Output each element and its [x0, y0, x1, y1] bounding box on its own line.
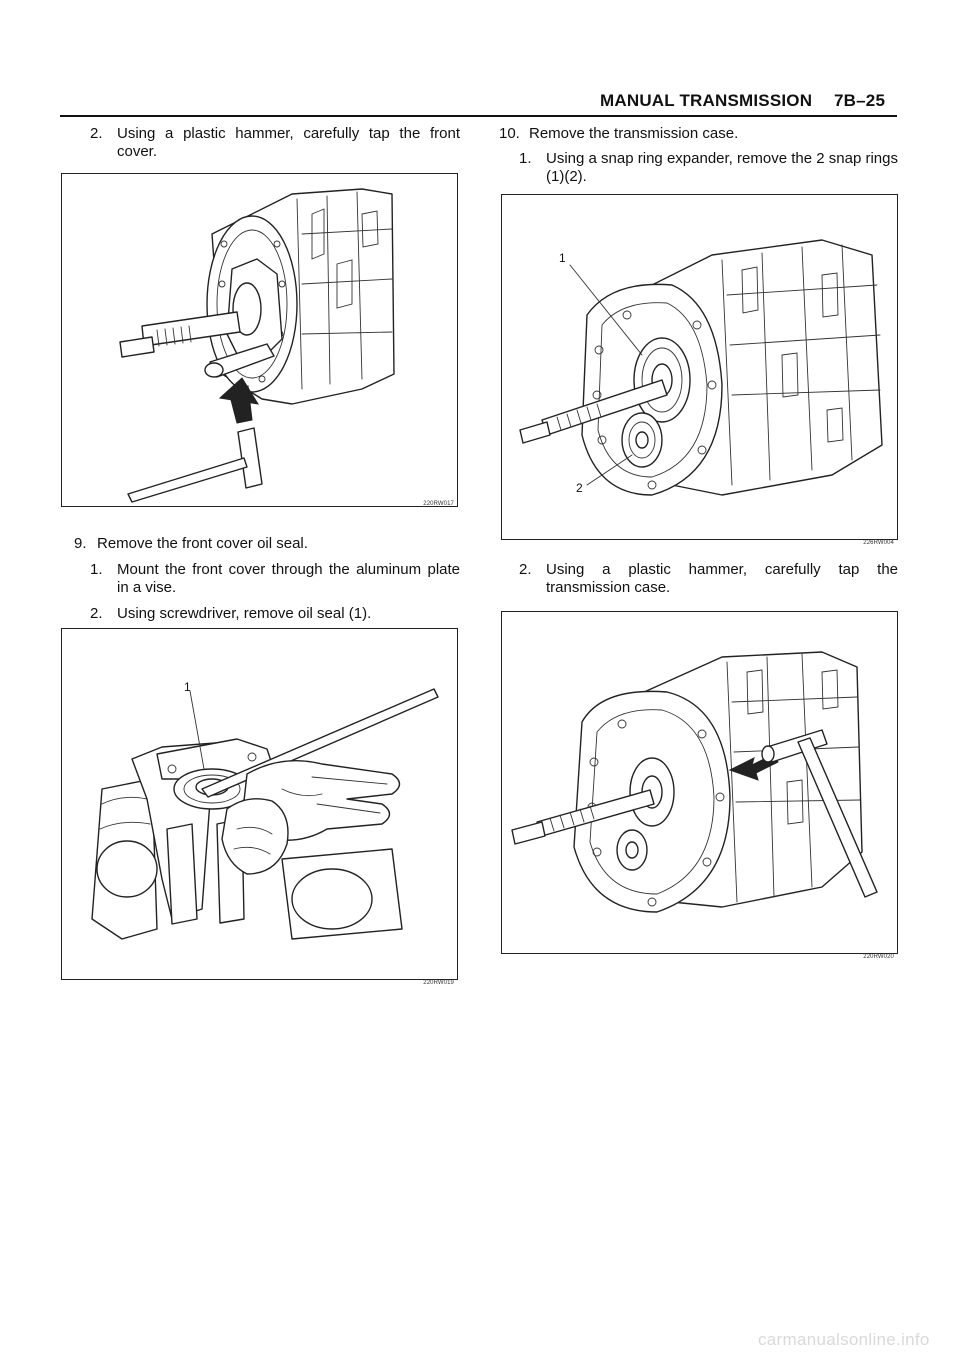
snap-ring-removal-illustration [519, 239, 883, 496]
figure-front-cover-tap: 220RW017 [61, 173, 458, 507]
step-9-text: Remove the front cover oil seal. [97, 535, 308, 552]
transmission-front-cover-illustration [119, 188, 395, 503]
section-title: MANUAL TRANSMISSION [600, 91, 813, 110]
callout-2: 2 [576, 481, 583, 495]
step-2-number: 2. [90, 125, 103, 142]
transmission-case-tap-illustration [511, 651, 878, 913]
step-10-1-number: 1. [519, 150, 532, 167]
callout-1: 1 [559, 251, 566, 265]
step-9-1-text: Mount the front cover through the alumin… [117, 561, 460, 596]
step-10-1-text: Using a snap ring expander, remove the 2… [546, 150, 898, 185]
figure-transmission-case-tap: 220RW020 [501, 611, 898, 960]
figure-code: 220RW017 [423, 501, 454, 507]
step-10-2-number: 2. [519, 561, 532, 578]
figure-code: 226RW004 [863, 540, 894, 546]
oil-seal-removal-illustration [91, 688, 439, 940]
header-rule [60, 115, 897, 117]
page-number: 7B–25 [834, 91, 886, 110]
callout-1: 1 [184, 680, 191, 694]
step-10-text: Remove the transmission case. [529, 125, 739, 142]
step-9-2-number: 2. [90, 605, 103, 622]
figure-snap-ring-removal: 1 2 226RW004 [501, 194, 898, 546]
figure-code: 220RW019 [423, 980, 454, 986]
watermark: carmanualsonline.info [758, 1330, 930, 1349]
step-9-number: 9. [74, 535, 87, 552]
step-10-2-text: Using a plastic hammer, carefully tap th… [546, 561, 898, 596]
step-10-number: 10. [499, 125, 520, 142]
step-2-text: Using a plastic hammer, carefully tap th… [117, 125, 460, 160]
figure-oil-seal-removal: 1 220RW019 [61, 628, 458, 986]
step-9-1-number: 1. [90, 561, 103, 578]
figure-code: 220RW020 [863, 954, 894, 960]
step-9-2-text: Using screwdriver, remove oil seal (1). [117, 605, 372, 622]
